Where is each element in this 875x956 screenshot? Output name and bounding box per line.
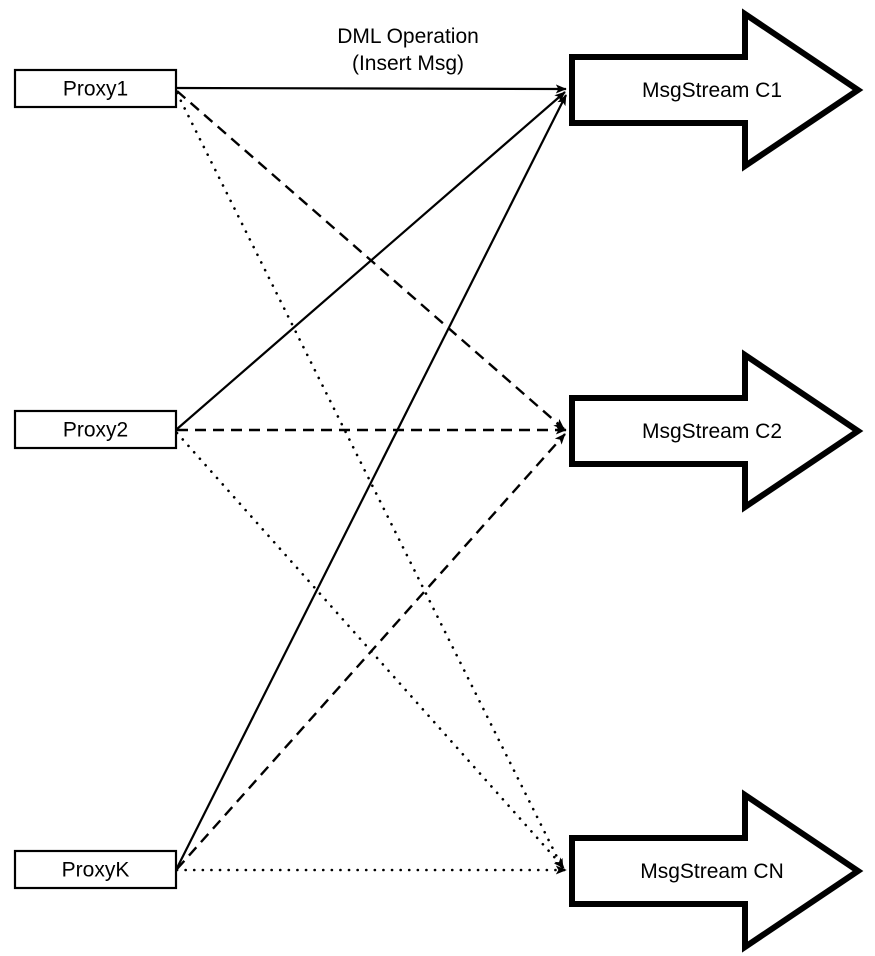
proxy-node-proxyk[interactable]: ProxyK bbox=[13, 849, 178, 890]
link-proxyk-to-c1 bbox=[176, 94, 567, 869]
edge-caption: DML Operation (Insert Msg) bbox=[337, 25, 479, 75]
link-proxy2-to-c1 bbox=[176, 91, 566, 430]
edge-caption-line-2: (Insert Msg) bbox=[352, 52, 464, 75]
stream-arrow-icon bbox=[569, 789, 864, 953]
link-proxy1-to-c1 bbox=[176, 84, 567, 94]
proxy-box bbox=[13, 409, 178, 450]
stream-node-stream_cn[interactable]: MsgStream CN bbox=[569, 789, 864, 953]
proxy-node-proxy1[interactable]: Proxy1 bbox=[13, 68, 178, 109]
stream-node-stream_c2[interactable]: MsgStream C2 bbox=[569, 349, 864, 513]
proxy-node-proxy2[interactable]: Proxy2 bbox=[13, 409, 178, 450]
proxy-box bbox=[13, 68, 178, 109]
stream-label: MsgStream C1 bbox=[642, 79, 782, 102]
edge-caption-line-1: DML Operation bbox=[337, 25, 479, 48]
proxy-label: Proxy1 bbox=[63, 78, 128, 101]
proxy-box bbox=[13, 849, 178, 890]
stream-node-layer: MsgStream C1 MsgStream C2 MsgStream CN bbox=[569, 8, 864, 953]
stream-label: MsgStream C2 bbox=[642, 420, 782, 443]
stream-arrow-icon bbox=[569, 8, 864, 172]
proxy-label: ProxyK bbox=[62, 859, 130, 882]
stream-label: MsgStream CN bbox=[640, 860, 784, 883]
link-proxy1-to-cn bbox=[175, 91, 565, 871]
stream-arrow-icon bbox=[569, 349, 864, 513]
link-layer bbox=[175, 84, 568, 875]
link-proxyk-to-c2 bbox=[176, 433, 566, 870]
proxy-label: Proxy2 bbox=[63, 419, 128, 442]
stream-node-stream_c1[interactable]: MsgStream C1 bbox=[569, 8, 864, 172]
